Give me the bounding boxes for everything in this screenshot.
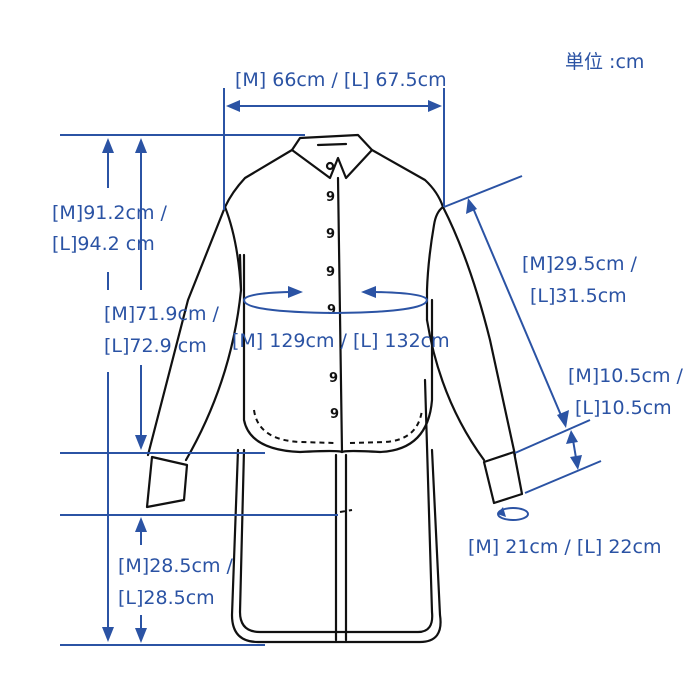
total-length-label-m: [M]91.2cm / (52, 202, 168, 224)
button: 9 (326, 190, 335, 205)
sleeve-length-label-l: [L]31.5cm (530, 285, 627, 307)
back-extension-label-m: [M]28.5cm / (118, 555, 234, 577)
right-cuff (482, 450, 524, 505)
buttons: 9 9 9 9 9 9 (325, 161, 339, 422)
dimension-lines (60, 88, 602, 646)
button: 9 (330, 407, 339, 422)
front-length-label-l: [L]72.9 cm (104, 335, 207, 357)
cuff-height-label-m: [M]10.5cm / (568, 365, 684, 387)
total-length-label-l: [L]94.2 cm (52, 233, 155, 255)
collar-button (325, 161, 335, 171)
cuff-circumference-label: [M] 21cm / [L] 22cm (468, 536, 661, 558)
placket (336, 176, 344, 454)
cuff-height-arrow (572, 439, 577, 459)
collar (290, 133, 374, 180)
front-length-label-m: [M]71.9cm / (104, 303, 220, 325)
back-extension-label-l: [L]28.5cm (118, 587, 215, 609)
shirt-illustration: 9 9 9 9 9 9 (145, 133, 524, 644)
unit-label: 単位 :cm (565, 51, 644, 73)
chest-circumference-arrow (242, 291, 429, 315)
button: 9 (326, 265, 335, 280)
chest-label: [M] 129cm / [L] 132cm (232, 330, 450, 352)
button: 9 (329, 371, 338, 386)
cuff-height-label-l: [L]10.5cm (575, 397, 672, 419)
button: 9 (326, 227, 335, 242)
back-panel (230, 448, 442, 644)
sleeve-length-arrow (472, 207, 564, 421)
shoulder-width-label: [M] 66cm / [L] 67.5cm (235, 69, 447, 91)
left-cuff (145, 455, 189, 509)
right-sleeve-outer (370, 148, 517, 457)
button: 9 (327, 303, 336, 318)
sleeve-length-label-m: [M]29.5cm / (522, 253, 638, 275)
